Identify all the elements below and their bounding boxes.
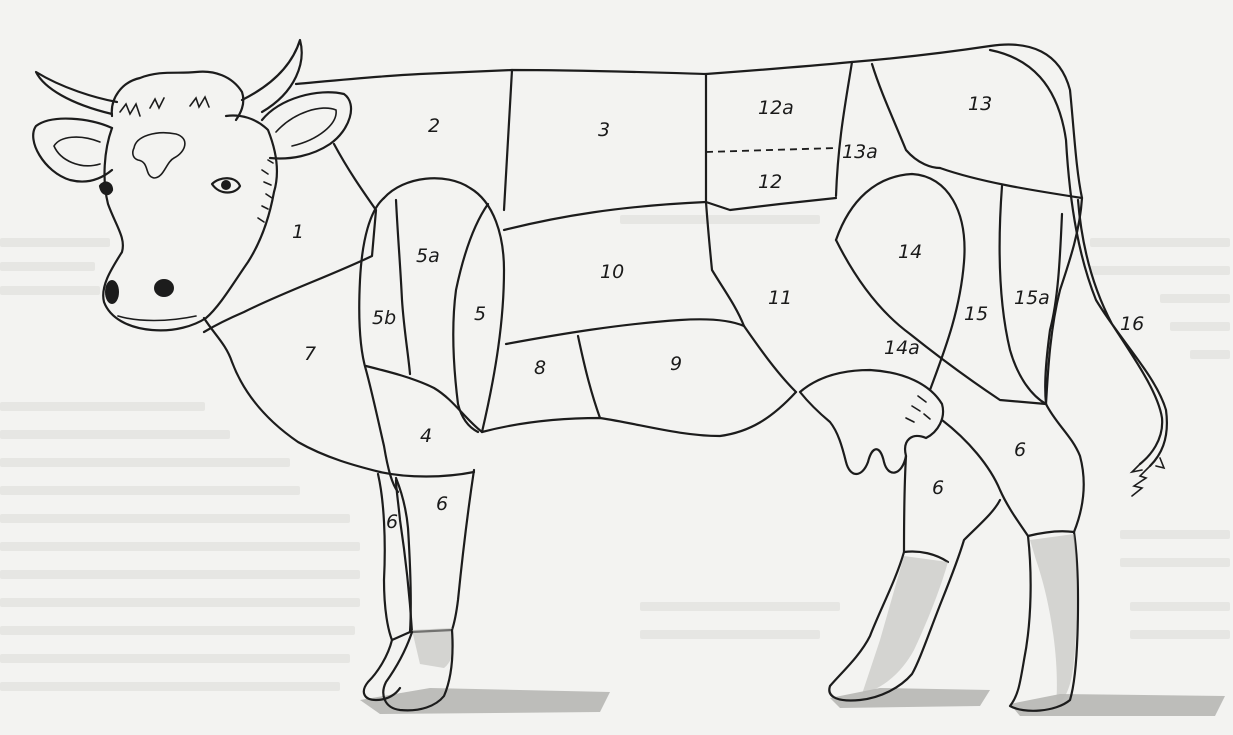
- cut-label-6-front-far: 6: [386, 511, 398, 533]
- boundary-12-13: [836, 62, 852, 196]
- boundary-4-bottom: [380, 472, 474, 477]
- cut-label-12a: 12a: [758, 97, 794, 119]
- nostril-left: [105, 280, 119, 304]
- front-pastern-shade: [412, 628, 454, 668]
- right-ear-inner: [276, 108, 336, 146]
- cut-label-8: 8: [534, 357, 546, 379]
- cut-label-12: 12: [758, 171, 782, 193]
- cut-label-4: 4: [420, 425, 432, 447]
- belly-line: [482, 392, 796, 436]
- cut-label-1: 1: [292, 221, 304, 243]
- cut-label-13a: 13a: [842, 141, 878, 163]
- tail: [990, 50, 1167, 466]
- cut-labels: 1 2 3 12a 13 13a 12 5a 10 14 11 5b 5 15 …: [292, 93, 1144, 533]
- cut-label-11: 11: [768, 287, 792, 309]
- boundary-10-9: [506, 319, 744, 344]
- right-horn: [242, 40, 302, 112]
- face-outline: [103, 116, 277, 331]
- cut-label-5b: 5b: [372, 307, 396, 329]
- cut-label-16: 16: [1120, 313, 1144, 335]
- eye-left: [100, 183, 112, 195]
- cut-label-14: 14: [898, 241, 922, 263]
- cut-label-14a: 14a: [884, 337, 920, 359]
- hind-near-shade: [1030, 534, 1077, 706]
- cut-label-3: 3: [598, 119, 610, 141]
- udder-shading: [906, 396, 930, 422]
- cut-label-2: 2: [428, 115, 440, 137]
- cut-label-6-front-near: 6: [436, 493, 448, 515]
- cut-label-5: 5: [474, 303, 486, 325]
- cut-boundaries: [204, 50, 1167, 711]
- forehead-blaze: [133, 133, 185, 178]
- boundary-12a-12-dashed: [706, 148, 836, 152]
- ground-shadows: [360, 688, 1225, 716]
- cut-label-13: 13: [968, 93, 992, 115]
- rear-shadow-right: [1010, 694, 1225, 716]
- udder: [800, 370, 943, 474]
- cut-label-10: 10: [600, 261, 624, 283]
- eye-right-pupil: [221, 180, 231, 190]
- boundary-4-top: [366, 366, 482, 432]
- boundary-13-13a: [872, 64, 940, 168]
- boundary-back-lower: [504, 198, 836, 230]
- cut-label-5a: 5a: [416, 245, 440, 267]
- left-ear: [33, 119, 112, 182]
- left-ear-inner: [54, 137, 100, 166]
- cut-label-15a: 15a: [1014, 287, 1050, 309]
- cut-label-15: 15: [964, 303, 988, 325]
- boundary-8-9: [578, 336, 600, 418]
- boundary-neck: [204, 144, 376, 332]
- rear-shadow-left: [830, 688, 990, 708]
- cut-label-9: 9: [670, 353, 682, 375]
- cut-label-6-rear-far: 6: [932, 477, 944, 499]
- left-horn: [36, 72, 117, 114]
- front-leg-near: [396, 470, 474, 632]
- nostril-right: [154, 279, 174, 297]
- cut-label-6-rear-near: 6: [1014, 439, 1026, 461]
- boundary-loin-lower: [940, 168, 1082, 198]
- foreleg-outline: [359, 198, 398, 492]
- boundary-5b-5a: [396, 200, 410, 374]
- boundary-2-3: [504, 70, 512, 210]
- tail-switch: [1132, 458, 1164, 496]
- cheek-shading: [258, 160, 273, 222]
- cut-label-7: 7: [304, 343, 316, 365]
- tuft-curls: [120, 97, 209, 116]
- boundary-14a: [836, 240, 1046, 404]
- muzzle-line: [118, 316, 196, 321]
